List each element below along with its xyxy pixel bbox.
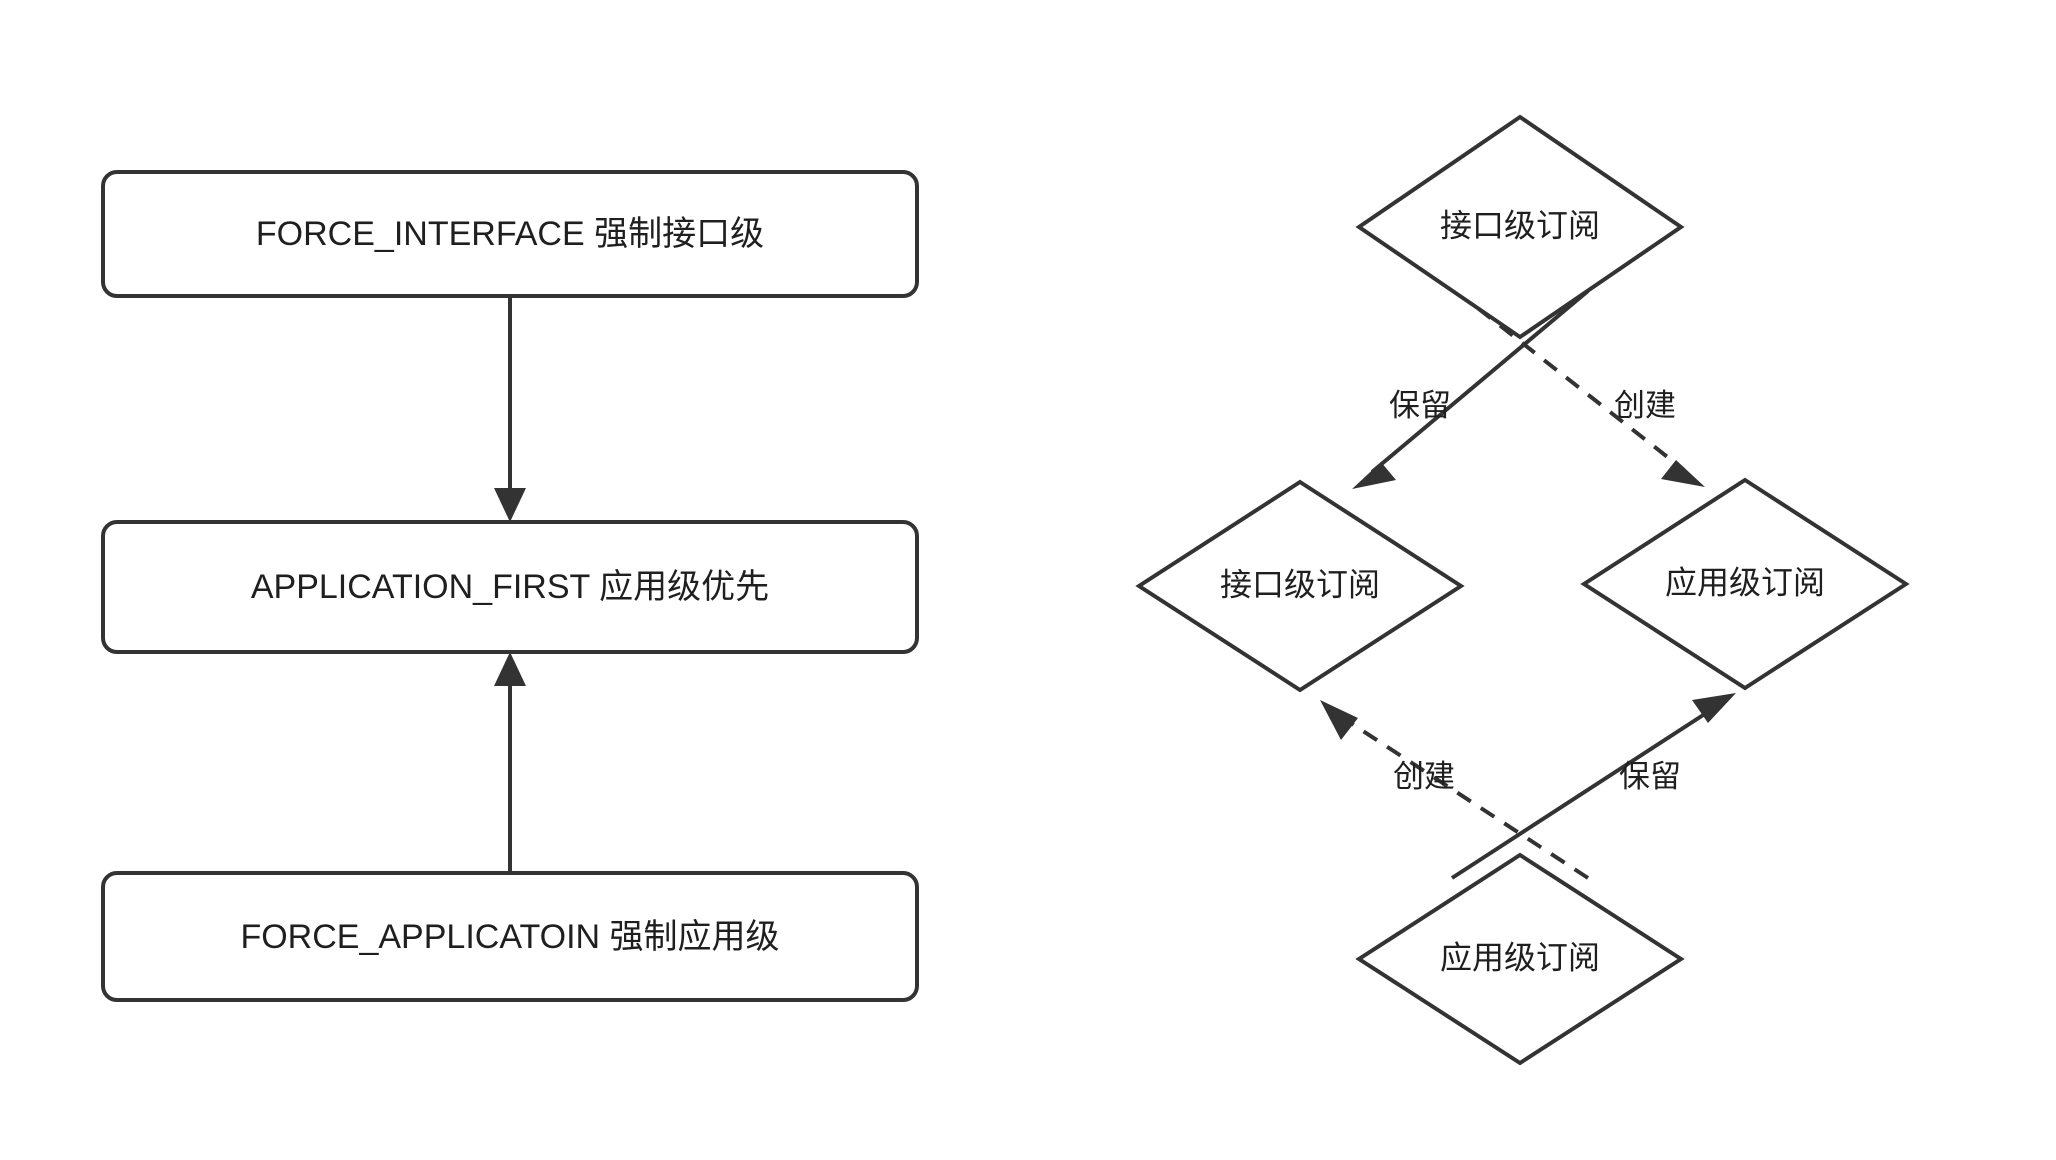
edge-line-top-right-dashed xyxy=(1454,289,1686,472)
left-flowchart-group: FORCE_INTERFACE 强制接口级 APPLICATION_FIRST … xyxy=(101,170,919,1002)
node-force-interface[interactable]: FORCE_INTERFACE 强制接口级 xyxy=(101,170,919,298)
arrowhead-bottom-left-icon xyxy=(1320,700,1358,740)
node-bottom-application-subscription-shape xyxy=(1355,852,1685,1066)
edge-top-to-mid-interface xyxy=(1352,289,1590,489)
node-mid-application-subscription-label: 应用级订阅 xyxy=(1665,564,1825,600)
node-force-interface-shape xyxy=(101,170,919,298)
node-force-application[interactable]: FORCE_APPLICATOIN 强制应用级 xyxy=(101,871,919,1002)
arrowhead-top-right-icon xyxy=(1661,460,1705,487)
edge-label-top-right: 创建 xyxy=(1614,388,1676,423)
node-top-interface-subscription-label: 接口级订阅 xyxy=(1440,207,1600,243)
edge-bottom-to-mid-application xyxy=(1450,693,1736,880)
right-flowchart-group: 保留 创建 创建 保留 接口级订阅 接口级订阅 应用级订阅 xyxy=(1135,114,1910,1066)
edge-label-bottom-left: 创建 xyxy=(1393,759,1455,794)
node-force-application-label: FORCE_APPLICATOIN 强制应用级 xyxy=(240,918,779,956)
node-force-application-shape xyxy=(101,871,919,1002)
edge-line-bottom-right-solid xyxy=(1450,706,1716,880)
node-mid-interface-subscription-label: 接口级订阅 xyxy=(1220,566,1380,602)
edge-label-bottom-right: 保留 xyxy=(1619,759,1681,794)
node-application-first-label: APPLICATION_FIRST 应用级优先 xyxy=(251,568,769,606)
node-bottom-application-subscription-label: 应用级订阅 xyxy=(1440,939,1600,975)
arrowhead-top-left-icon xyxy=(1352,462,1396,489)
edge-force-interface-to-application-first xyxy=(494,296,526,522)
node-mid-application-subscription[interactable]: 应用级订阅 xyxy=(1580,477,1910,691)
node-mid-interface-subscription[interactable]: 接口级订阅 xyxy=(1135,479,1465,693)
node-bottom-application-subscription[interactable]: 应用级订阅 xyxy=(1355,852,1685,1066)
arrowhead-down-icon xyxy=(494,488,526,522)
node-mid-application-subscription-shape xyxy=(1580,477,1910,691)
arrowhead-up-icon xyxy=(494,652,526,686)
node-application-first-shape xyxy=(101,520,919,654)
edge-label-top-left: 保留 xyxy=(1389,388,1451,423)
node-force-interface-label: FORCE_INTERFACE 强制接口级 xyxy=(256,215,764,253)
edge-line-bottom-left-dashed xyxy=(1338,714,1590,880)
node-application-first[interactable]: APPLICATION_FIRST 应用级优先 xyxy=(101,520,919,654)
arrowhead-bottom-right-icon xyxy=(1692,693,1736,723)
edge-bottom-to-mid-interface xyxy=(1320,700,1590,880)
node-mid-interface-subscription-shape xyxy=(1135,479,1465,693)
edge-line-top-left-solid xyxy=(1370,289,1590,474)
edge-top-to-mid-application xyxy=(1454,289,1705,487)
node-top-interface-subscription-shape xyxy=(1355,114,1685,340)
edge-force-application-to-application-first xyxy=(494,652,526,873)
node-top-interface-subscription[interactable]: 接口级订阅 xyxy=(1355,114,1685,340)
